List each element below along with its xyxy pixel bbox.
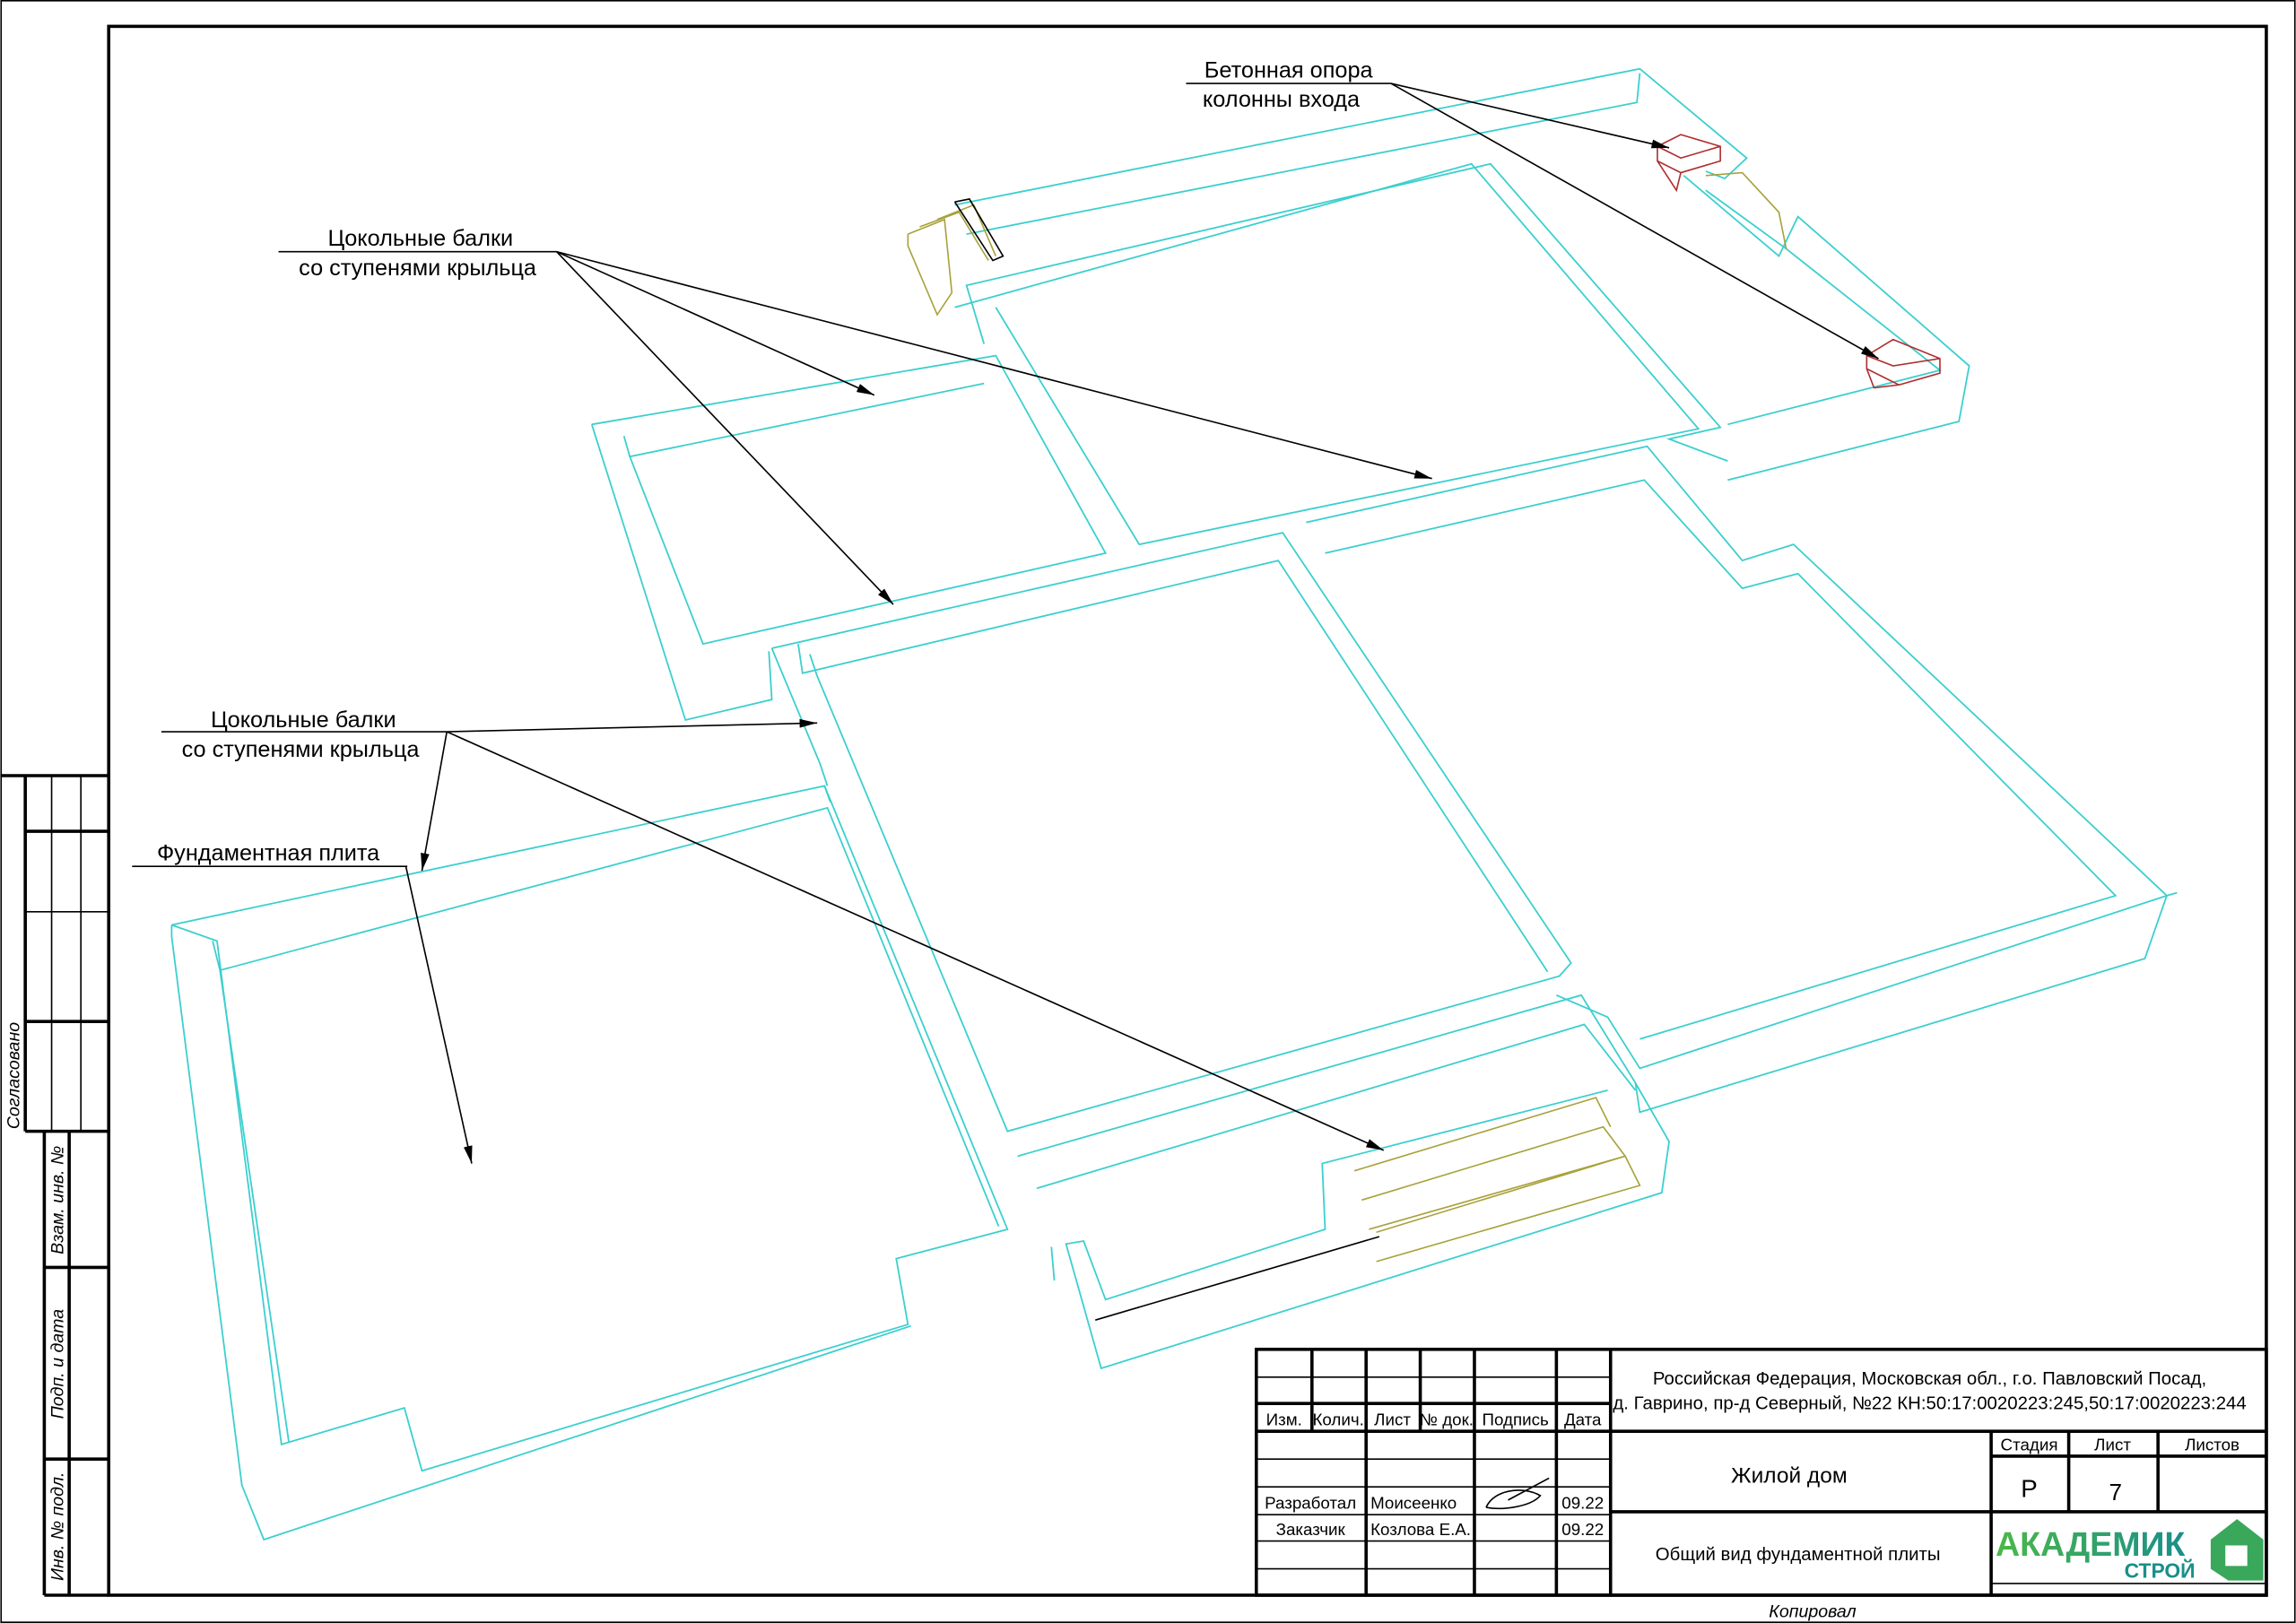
annotation-text: колонны входа	[1203, 87, 1361, 112]
title-block-row: Заказчик Козлова Е.А. 09.22	[1276, 1520, 1605, 1539]
stamp-agreed: Согласовано	[4, 1022, 24, 1130]
row-date: 09.22	[1561, 1494, 1604, 1513]
company-logo: АКАДЕМИК СТРОЙ	[1996, 1519, 2264, 1582]
stamp-replaced-inv: Взам. инв. №	[48, 1146, 68, 1254]
title-block-headers: Изм. Колич. Лист № док. Подпись Дата	[1266, 1410, 1602, 1429]
annotation-text: Цокольные балки	[328, 226, 514, 251]
row-name: Козлова Е.А.	[1370, 1520, 1471, 1539]
address-line-2: д. Гаврино, пр-д Северный, №22 КН:50:17:…	[1613, 1394, 2246, 1414]
signature	[1485, 1477, 1550, 1510]
row-name: Моисеенко	[1370, 1494, 1457, 1513]
row-role: Разработал	[1265, 1494, 1356, 1513]
stamp-inv-original: Инв. № подл.	[48, 1472, 68, 1581]
sheet-title: Общий вид фундаментной плиты	[1656, 1545, 1941, 1565]
header-izm: Изм.	[1266, 1410, 1302, 1429]
sheets-label: Листов	[2185, 1435, 2239, 1454]
annotation-foundation-slab: Фундаментная плита	[132, 841, 473, 1164]
title-block-row: Разработал Моисеенко 09.22	[1265, 1477, 1604, 1513]
logo-main: АКАДЕМИК	[1996, 1525, 2185, 1563]
drawing-frame	[107, 24, 2268, 1597]
sheet-label: Лист	[2094, 1435, 2131, 1454]
copied-label: Копировал	[1769, 1601, 1856, 1621]
side-stamp: Согласовано Взам. инв. № Подп. и дата Ин…	[0, 774, 109, 1597]
annotation-plinth-beams-top: Цокольные балки со ступенями крыльца	[278, 226, 1432, 605]
stage-value: Р	[2021, 1475, 2038, 1503]
header-podpis: Подпись	[1483, 1410, 1549, 1429]
stamp-sign-date: Подп. и дата	[48, 1309, 68, 1419]
logo-house-icon	[2210, 1519, 2264, 1581]
header-ndok: № док.	[1420, 1410, 1474, 1429]
row-date: 09.22	[1561, 1520, 1604, 1539]
logo-sub: СТРОЙ	[2125, 1558, 2196, 1582]
title-block: Изм. Колич. Лист № док. Подпись Дата Раз…	[1254, 1348, 2268, 1621]
annotation-concrete-support: Бетонная опора колонны входа	[1186, 58, 1879, 360]
foundation-model	[170, 67, 2178, 1541]
row-role: Заказчик	[1276, 1520, 1346, 1539]
address-line-1: Российская Федерация, Московская обл., г…	[1653, 1369, 2206, 1389]
annotation-text: Фундаментная плита	[157, 841, 380, 866]
stage-label: Стадия	[2001, 1435, 2058, 1454]
annotation-text: Цокольные балки	[211, 707, 396, 733]
header-kolich: Колич.	[1313, 1410, 1364, 1429]
header-data: Дата	[1564, 1410, 1602, 1429]
annotation-text: со ступенями крыльца	[182, 737, 421, 762]
sheet-value: 7	[2109, 1479, 2123, 1506]
annotation-plinth-beams-left: Цокольные балки со ступенями крыльца	[161, 707, 1385, 1151]
annotation-text: Бетонная опора	[1205, 58, 1374, 83]
header-list: Лист	[1374, 1410, 1411, 1429]
annotation-text: со ступенями крыльца	[299, 256, 537, 281]
object-name: Жилой дом	[1731, 1463, 1848, 1488]
